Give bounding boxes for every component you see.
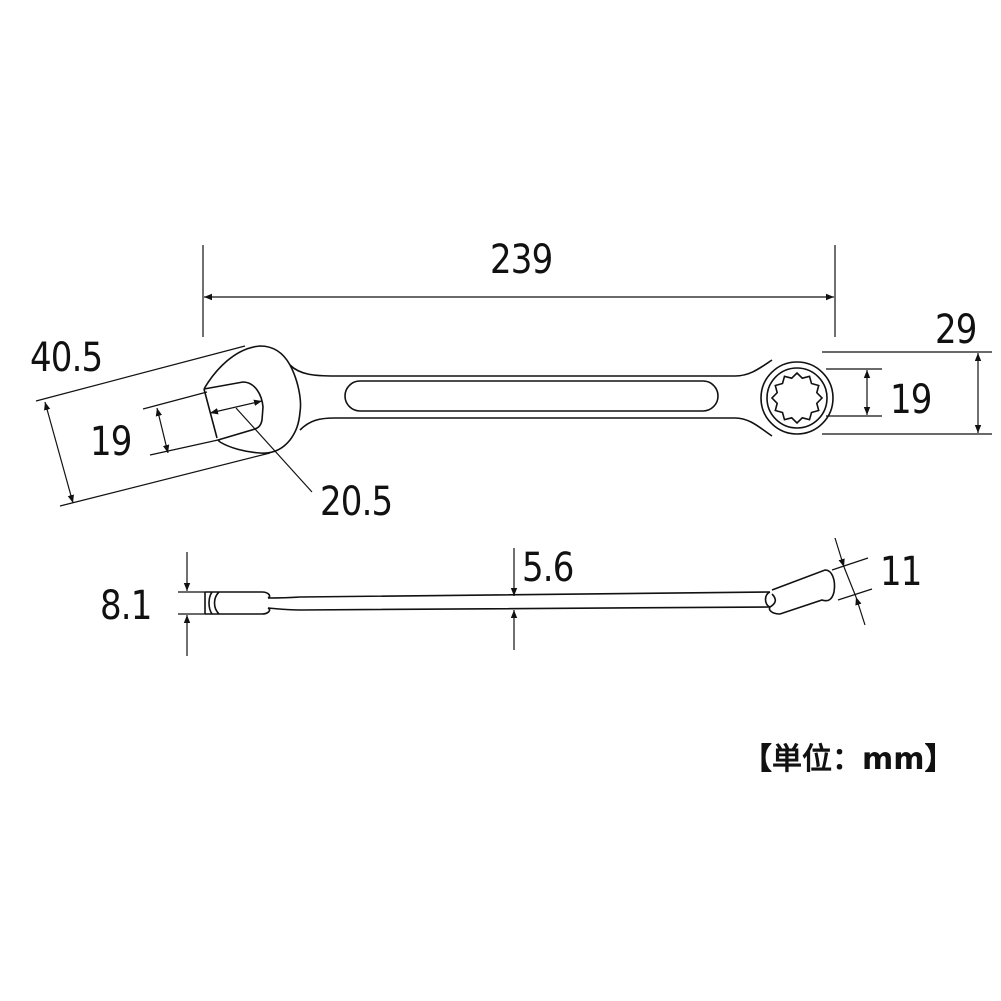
ring-12-point-opening <box>770 371 824 425</box>
dim-ring-head-thickness: 11 <box>880 549 922 595</box>
handle-top-edge <box>289 359 773 377</box>
dim-ring-size: 19 <box>890 377 932 423</box>
side-ring-head <box>764 569 836 615</box>
dim-overall-length: 239 <box>490 237 553 283</box>
wrench-side-view <box>204 569 836 615</box>
dim-shank-thickness: 5.6 <box>522 545 574 591</box>
ring-outer <box>760 361 834 435</box>
dim-open-head-width: 40.5 <box>30 335 103 381</box>
handle-bottom-edge <box>299 417 773 437</box>
dim-open-jaw-depth: 20.5 <box>320 479 393 525</box>
ring-inner <box>766 367 828 429</box>
side-open-head <box>204 591 271 615</box>
open-end-head <box>203 345 302 454</box>
dimensions-top <box>35 245 992 507</box>
dim-open-jaw-size: 19 <box>90 419 132 465</box>
side-shank <box>267 591 771 611</box>
dim-ring-head-width: 29 <box>935 307 977 353</box>
unit-label: 【単位：mm】 <box>742 742 955 777</box>
handle-slot <box>344 380 719 412</box>
dim-open-head-thickness: 8.1 <box>100 583 152 629</box>
dimensions-side <box>178 537 873 656</box>
wrench-top-view <box>203 345 834 454</box>
